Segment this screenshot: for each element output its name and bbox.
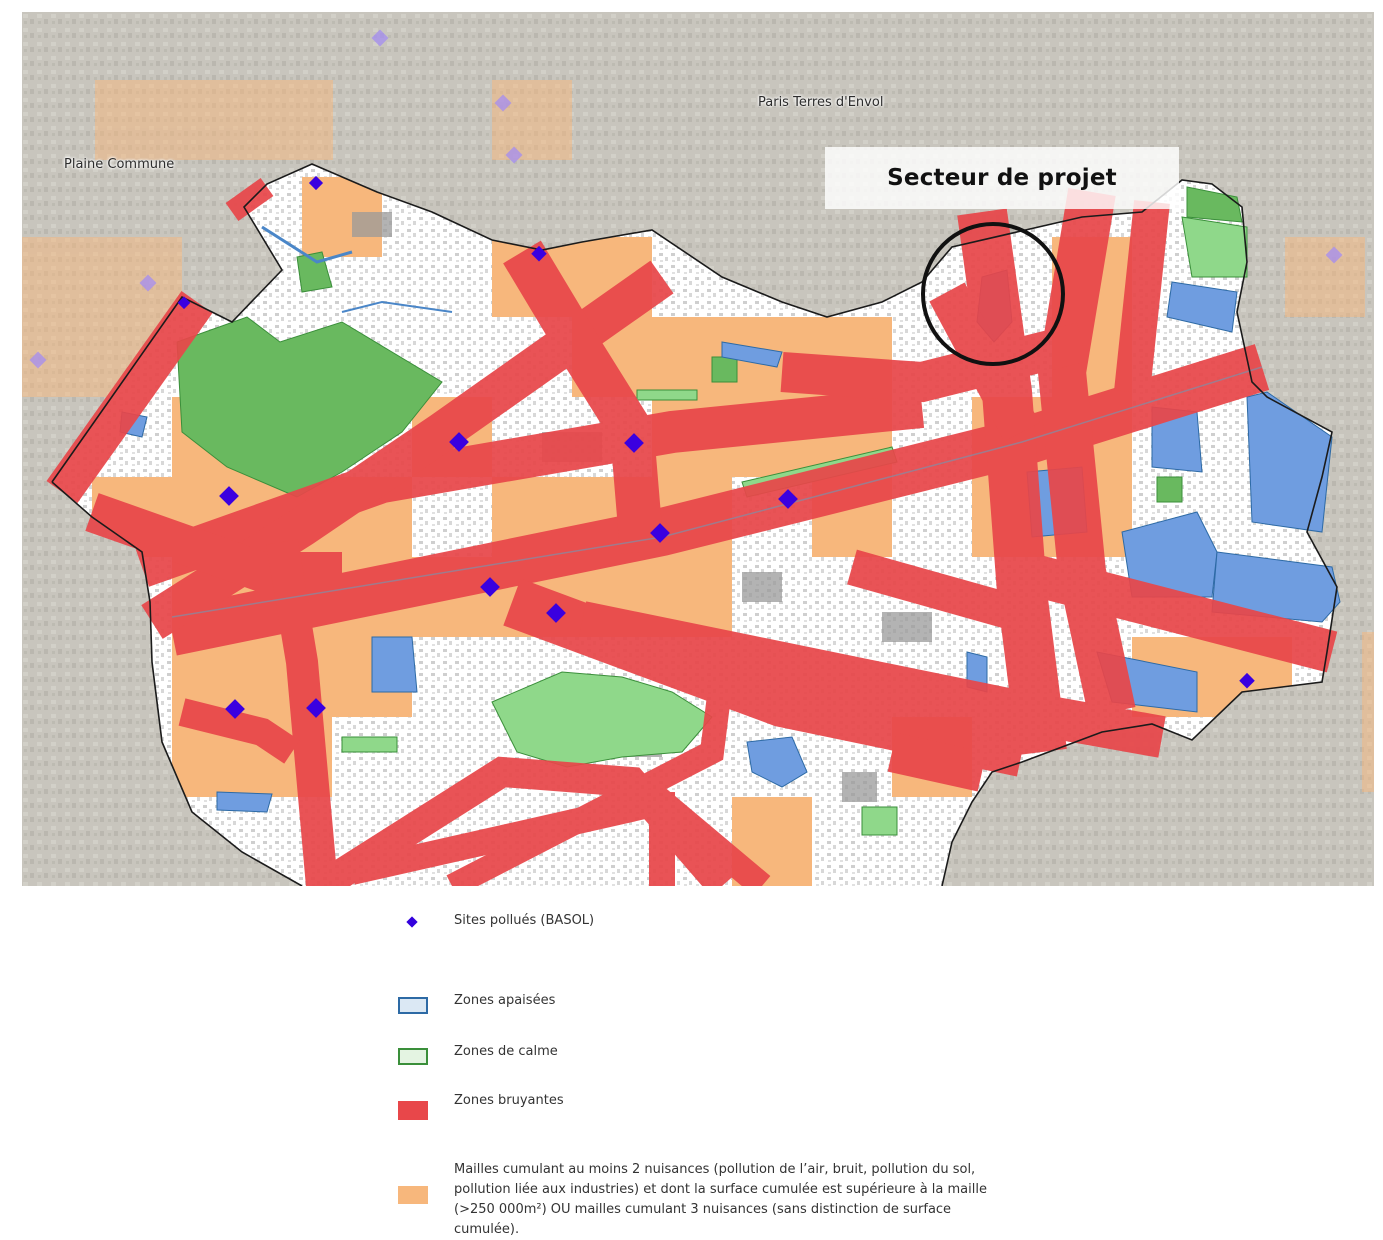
- nuisance-map[interactable]: Plaine Commune Paris Terres d'Envol Sect…: [22, 12, 1374, 886]
- project-sector-title: Secteur de projet: [887, 165, 1117, 191]
- basol-site[interactable]: [778, 489, 798, 509]
- basol-site[interactable]: [1239, 672, 1255, 689]
- basol-site[interactable]: [177, 296, 191, 310]
- plaine-commune-label: Plaine Commune: [64, 157, 175, 172]
- noisy-zones: [46, 178, 1338, 886]
- blue-box-icon: [398, 997, 428, 1014]
- diamond-icon: [406, 916, 418, 928]
- legend-label: Zones apaisées: [454, 993, 556, 1008]
- legend-item-apaisees: Zones apaisées: [396, 991, 555, 1021]
- legend-item-calme: Zones de calme: [396, 1042, 558, 1072]
- legend-item-basol: Sites pollués (BASOL): [396, 911, 594, 941]
- legend-label: Zones de calme: [454, 1044, 558, 1059]
- legend-label: Mailles cumulant au moins 2 nuisances (p…: [454, 1162, 987, 1237]
- basol-site[interactable]: [624, 433, 644, 453]
- legend-item-bruyantes: Zones bruyantes: [396, 1091, 564, 1121]
- project-sector-callout: Secteur de projet: [825, 147, 1179, 209]
- basol-site[interactable]: [219, 486, 239, 506]
- legend-label: Zones bruyantes: [454, 1093, 564, 1108]
- basol-site[interactable]: [546, 603, 566, 623]
- legend-label: Sites pollués (BASOL): [454, 913, 595, 928]
- basol-site[interactable]: [480, 577, 500, 597]
- legend-item-mailles: Mailles cumulant au moins 2 nuisances (p…: [396, 1160, 1016, 1240]
- basol-site[interactable]: [531, 245, 547, 262]
- red-box-icon: [398, 1101, 428, 1120]
- basol-site[interactable]: [650, 523, 670, 543]
- map-canvas: [22, 12, 1374, 886]
- orange-box-icon: [398, 1186, 428, 1204]
- paris-terres-label: Paris Terres d'Envol: [758, 95, 884, 110]
- pollution-sites: [177, 175, 1255, 719]
- territory-boundary: [51, 163, 1338, 886]
- project-sector-circle[interactable]: [921, 222, 1065, 366]
- green-box-icon: [398, 1048, 428, 1065]
- basol-site[interactable]: [306, 698, 326, 718]
- basol-site[interactable]: [449, 432, 469, 452]
- quiet-zones: [119, 269, 1341, 813]
- basol-site[interactable]: [308, 175, 324, 191]
